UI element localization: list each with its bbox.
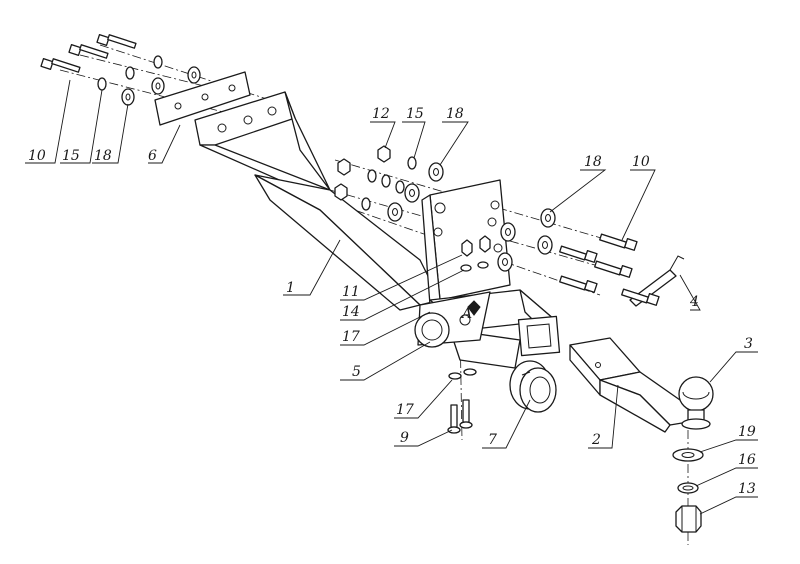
spring-washer-part-15-b (125, 66, 135, 80)
nut-part-13 (675, 505, 702, 533)
leader-lines (25, 79, 758, 515)
ball-mount-bar-part-2 (569, 337, 701, 433)
socket-plate-part-5: A (414, 291, 491, 348)
callout-18-right: 18 (584, 154, 602, 170)
socket-fasteners-upper (460, 235, 491, 272)
bolt-part-10-d (599, 233, 638, 251)
callout-1: 1 (286, 280, 295, 296)
nut-set-center (334, 145, 444, 222)
callout-11: 11 (342, 284, 360, 300)
bolt-part-10-f (594, 260, 633, 278)
screw-part-9-a (447, 404, 461, 434)
callout-9: 9 (400, 430, 409, 446)
spring-washer-part-15-d (407, 156, 417, 170)
nut-part-12-a (377, 145, 391, 163)
callout-14: 14 (342, 304, 360, 320)
callout-labels: 10 15 18 6 1 12 15 18 18 10 4 11 14 17 5… (28, 106, 756, 497)
callout-10-right: 10 (632, 154, 650, 170)
screw-part-9-b (459, 399, 473, 429)
callout-5: 5 (352, 364, 361, 380)
callout-2: 2 (591, 432, 601, 448)
callout-6: 6 (148, 148, 157, 164)
socket-fasteners-lower (447, 368, 477, 434)
main-frame-beam-part-1 (194, 91, 441, 311)
spring-washer-part-15-c (153, 55, 163, 69)
callout-3: 3 (744, 336, 753, 352)
tow-ball-part-3 (678, 376, 714, 430)
callout-10-left: 10 (28, 148, 46, 164)
callout-16: 16 (738, 452, 756, 468)
callout-18-center: 18 (446, 106, 464, 122)
bolt-part-10-e (559, 245, 598, 263)
washer-part-19 (672, 448, 704, 462)
bolt-part-10-g (559, 275, 598, 293)
callout-18-left: 18 (94, 148, 112, 164)
bolt-part-10-h (621, 288, 660, 306)
bolt-set-right (497, 208, 660, 306)
bolt-part-10-b (68, 44, 109, 59)
spring-washer-part-15-a (97, 77, 107, 91)
electrical-socket-part-7 (509, 360, 557, 413)
callout-12: 12 (372, 106, 390, 122)
bolt-set-upper-left (40, 34, 201, 106)
callout-7: 7 (488, 432, 497, 448)
callout-13: 13 (738, 481, 756, 497)
callout-15-left: 15 (62, 148, 80, 164)
callout-15-center: 15 (406, 106, 424, 122)
callout-17-upper: 17 (342, 329, 360, 345)
nut-part-12-c (334, 183, 348, 201)
mounting-plate-part-6 (154, 71, 251, 126)
nut-part-12-b (337, 158, 351, 176)
bolt-part-10-c (96, 34, 137, 49)
bolt-part-10-a (40, 58, 81, 73)
spring-washer-part-16 (677, 482, 699, 494)
svg-text:A: A (460, 306, 472, 322)
callout-17-lower: 17 (396, 402, 414, 418)
callout-19: 19 (738, 424, 756, 440)
callout-4: 4 (689, 294, 699, 310)
